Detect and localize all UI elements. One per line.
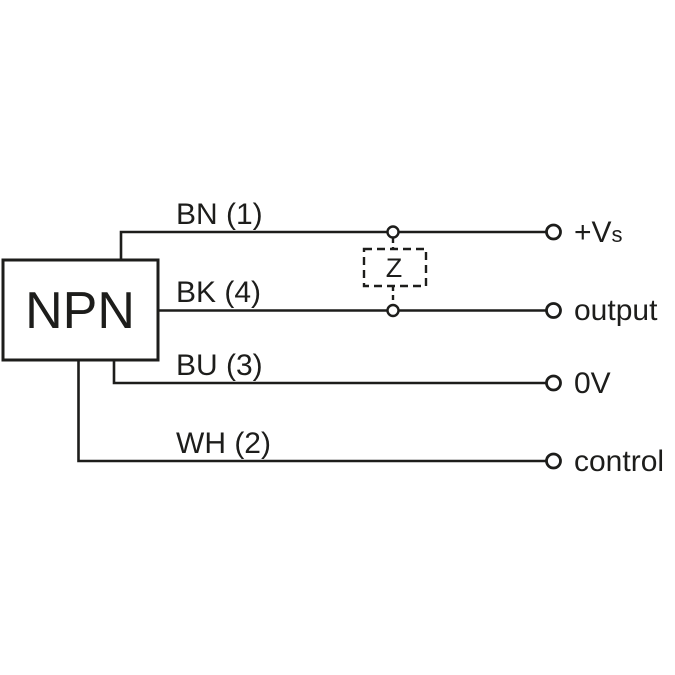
wire-wh [77, 360, 546, 463]
wire-bn [119, 230, 546, 260]
wire-label-wh: WH (2) [176, 427, 271, 460]
load-z-label: Z [386, 253, 403, 283]
terminal-circle-0v [545, 374, 562, 392]
terminal-label-0v: 0V [574, 367, 611, 400]
terminal-label-vs-sub: s [612, 222, 623, 247]
device-label: NPN [25, 282, 135, 340]
terminal-circle-control [545, 452, 562, 470]
terminal-circle-vs [545, 223, 562, 241]
terminal-label-output: output [574, 294, 658, 327]
terminal-label-control: control [574, 445, 664, 478]
wire-label-bu: BU (3) [176, 349, 263, 382]
node-circle-vs [386, 225, 400, 239]
diagram-labels: NPN Z BN (1) BK (4) BU (3) WH (2) +Vs ou… [25, 198, 664, 478]
wire-bu [112, 360, 546, 385]
terminal-circle-output [545, 302, 562, 319]
wire-label-bk: BK (4) [176, 276, 261, 309]
wire-label-bn: BN (1) [176, 198, 263, 231]
load-z-box [362, 247, 428, 288]
diagram-linework [1, 223, 562, 470]
node-circle-output [386, 303, 400, 318]
terminal-label-vs: +Vs [574, 216, 623, 249]
terminal-label-vs-main: +V [574, 216, 612, 249]
